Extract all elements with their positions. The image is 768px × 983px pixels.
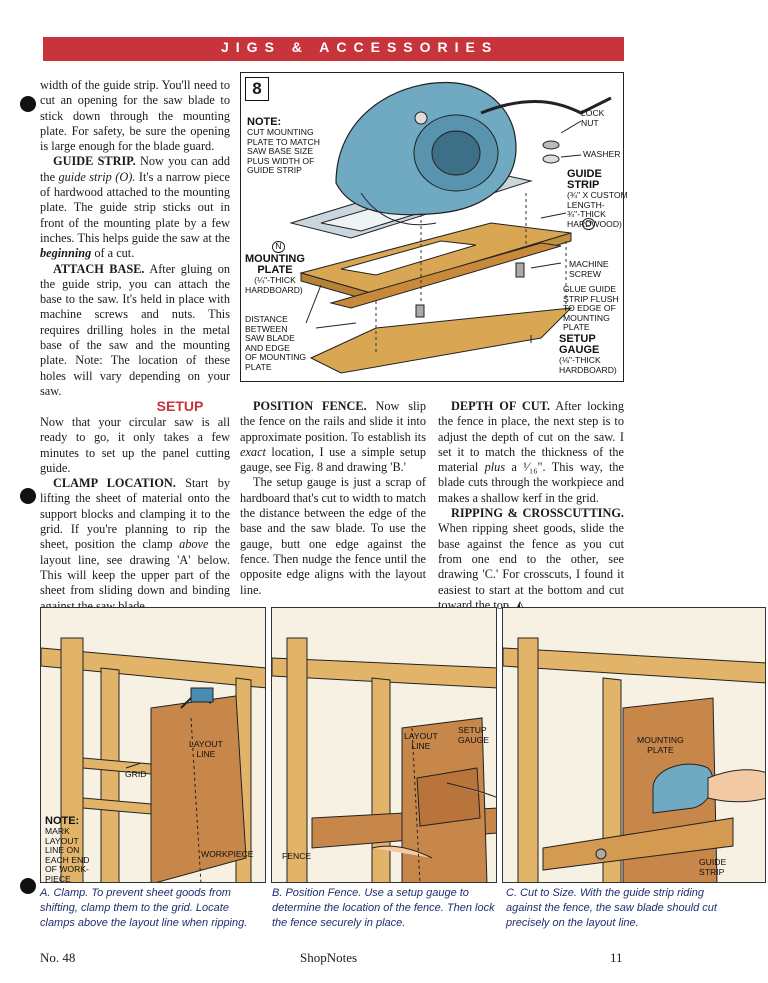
issue-number: No. 48 bbox=[40, 950, 76, 965]
run-in-head: RIPPING & CROSSCUTTING. bbox=[451, 506, 624, 521]
section-heading: SETUP bbox=[156, 398, 204, 414]
page-number: 11 bbox=[610, 950, 623, 965]
paragraph: RIPPING & CROSSCUTTING. When ripping she… bbox=[438, 506, 624, 612]
paragraph: Now that your circular saw is all ready … bbox=[40, 415, 230, 475]
mounting-plate-key: N bbox=[272, 241, 285, 253]
end-mark-icon: ◭ bbox=[515, 597, 525, 612]
margin-bullet bbox=[20, 488, 36, 504]
clamp-illustration bbox=[41, 608, 265, 882]
fence-label: FENCE bbox=[282, 851, 312, 861]
paragraph: CLAMP LOCATION. Start by lifting the she… bbox=[40, 476, 230, 613]
run-in-head: CLAMP LOCATION. bbox=[53, 476, 176, 491]
cutting-illustration bbox=[503, 608, 765, 882]
run-in-head: POSITION FENCE. bbox=[253, 399, 367, 413]
fence-illustration bbox=[272, 608, 496, 882]
run-in-head: ATTACH BASE. bbox=[53, 261, 145, 276]
paragraph: POSITION FENCE. Now slip the fence on th… bbox=[240, 399, 426, 475]
workpiece-label: WORKPIECE bbox=[201, 849, 254, 859]
margin-bullet bbox=[20, 878, 36, 894]
run-in-head: GUIDE STRIP. bbox=[53, 154, 136, 169]
paragraph: width of the guide strip. You'll need to… bbox=[40, 78, 230, 154]
saw-exploded-illustration bbox=[289, 81, 612, 374]
caption-a: A. Clamp. To prevent sheet goods from sh… bbox=[40, 887, 248, 929]
column-2: POSITION FENCE. Now slip the fence on th… bbox=[240, 399, 426, 598]
caption-c: C. Cut to Size. With the guide strip rid… bbox=[506, 887, 717, 929]
paragraph: GUIDE STRIP. Now you can add the guide s… bbox=[40, 154, 230, 261]
setup-column: Now that your circular saw is all ready … bbox=[40, 415, 230, 614]
paragraph: ATTACH BASE. After gluing on the guide s… bbox=[40, 261, 231, 398]
magazine-name: ShopNotes bbox=[300, 950, 358, 965]
paragraph: The setup gauge is just a scrap of hardb… bbox=[240, 475, 426, 597]
note-title: NOTE: bbox=[247, 116, 282, 128]
column-1: width of the guide strip. You'll need to… bbox=[40, 78, 230, 399]
margin-bullet bbox=[20, 96, 36, 112]
banner-title: JIGS & ACCESSORIES bbox=[221, 39, 499, 55]
column-3: DEPTH OF CUT. After locking the fence in… bbox=[438, 399, 624, 613]
figure-number: 8 bbox=[245, 77, 269, 101]
paragraph: DEPTH OF CUT. After locking the fence in… bbox=[438, 399, 624, 505]
caption-b: B. Position Fence. Use a setup gauge to … bbox=[272, 887, 495, 929]
guide-strip-key: O bbox=[582, 218, 595, 230]
grid-label: GRID bbox=[125, 769, 147, 779]
washer-label: WASHER bbox=[583, 149, 621, 159]
run-in-head: DEPTH OF CUT. bbox=[451, 399, 550, 413]
section-banner: JIGS & ACCESSORIES bbox=[43, 37, 624, 61]
